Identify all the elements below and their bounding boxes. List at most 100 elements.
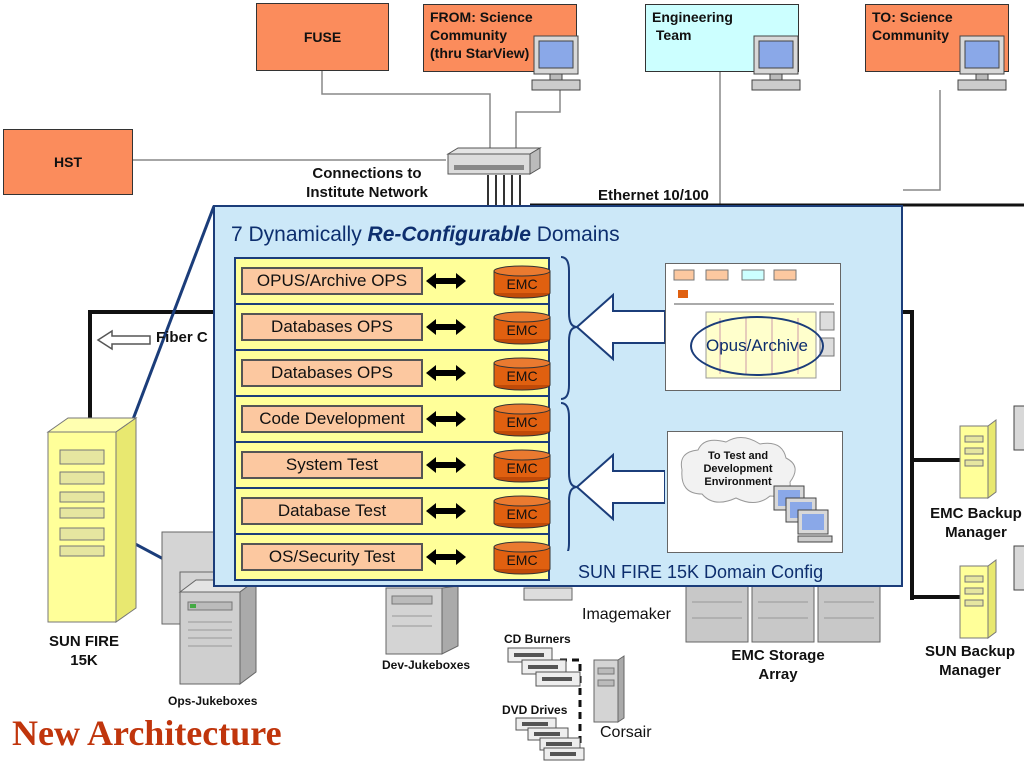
dvd-drive-icon: [515, 717, 585, 761]
ops-jukeboxes-label: Ops-Jukeboxes: [168, 694, 258, 708]
sun-fire-line-1: SUN FIRE: [48, 633, 119, 650]
double-arrow-icon: [426, 503, 466, 519]
domain-config-title: 7 Dynamically Re-Configurable Domains: [231, 223, 620, 247]
title-emphasis: Re-Configurable: [367, 223, 531, 246]
emc-label: EMC: [506, 322, 537, 338]
cd-burner-icon: [507, 647, 581, 687]
connections-line-1: Connections to: [312, 165, 422, 182]
opus-archive-thumbnail: Opus/Archive: [665, 263, 841, 391]
workstation-icon: [957, 35, 1007, 91]
domain-label: Databases OPS: [241, 359, 423, 387]
title-suffix: Domains: [530, 223, 620, 246]
network-switch-icon: [446, 147, 542, 175]
emc-backup-line-1: EMC Backup: [930, 505, 1022, 522]
emc-cylinder-icon: EMC: [493, 541, 551, 575]
domain-row: Databases OPS EMC: [236, 305, 551, 351]
test-environment-thumbnail: To Test and Development Environment: [667, 431, 843, 553]
domain-row: OPUS/Archive OPS EMC: [236, 259, 551, 305]
domain-row: Code Development EMC: [236, 397, 551, 443]
connections-label: Connections to Institute Network: [292, 164, 442, 202]
connections-line-2: Institute Network: [306, 184, 428, 201]
emc-label: EMC: [506, 506, 537, 522]
imagemaker-printer-icon: [523, 587, 573, 601]
workstation-icon: [531, 35, 581, 91]
domain-row: OS/Security Test EMC: [236, 535, 551, 581]
emc-storage-line-2: Array: [758, 666, 798, 683]
fuse-label: FUSE: [303, 29, 342, 45]
emc-cylinder-icon: EMC: [493, 311, 551, 345]
emc-cylinder-icon: EMC: [493, 357, 551, 391]
test-cloud-label: To Test and Development Environment: [688, 450, 788, 489]
emc-backup-server-icon: [959, 405, 1024, 499]
engineering-line-2: Team: [652, 27, 692, 43]
sun-fire-line-2: 15K: [70, 652, 98, 669]
fiber-label: Fiber C: [156, 329, 208, 346]
emc-cylinder-icon: EMC: [493, 403, 551, 437]
upper-brace: [560, 256, 578, 400]
domain-row: Database Test EMC: [236, 489, 551, 535]
domain-label: OS/Security Test: [241, 543, 423, 571]
brace-arrows: [560, 256, 665, 551]
to-science-line-1: TO: Science: [872, 9, 953, 25]
from-science-line-2: Community: [430, 27, 507, 43]
emc-storage-label: EMC Storage Array: [716, 646, 840, 684]
emc-label: EMC: [506, 414, 537, 430]
emc-backup-label: EMC Backup Manager: [922, 504, 1024, 542]
emc-label: EMC: [506, 368, 537, 384]
dev-jukebox-icon: [385, 586, 459, 655]
emc-cylinder-icon: EMC: [493, 265, 551, 299]
double-arrow-icon: [426, 411, 466, 427]
emc-label: EMC: [506, 460, 537, 476]
sun-backup-label: SUN Backup Manager: [916, 642, 1024, 680]
emc-storage-array-icon: [685, 586, 881, 643]
emc-label: EMC: [506, 552, 537, 568]
double-arrow-icon: [426, 365, 466, 381]
engineering-line-1: Engineering: [652, 9, 733, 25]
sun-backup-line-2: Manager: [939, 662, 1001, 679]
emc-backup-line-2: Manager: [945, 524, 1007, 541]
sun-backup-server-icon: [959, 545, 1024, 639]
emc-label: EMC: [506, 276, 537, 292]
cloud-icon: [680, 437, 796, 503]
double-arrow-icon: [426, 549, 466, 565]
corsair-server-icon: [593, 655, 625, 723]
from-science-line-3: (thru StarView): [430, 45, 530, 61]
to-science-line-2: Community: [872, 27, 949, 43]
domain-label: System Test: [241, 451, 423, 479]
sun-fire-label: SUN FIRE 15K: [42, 632, 126, 670]
domain-label: Database Test: [241, 497, 423, 525]
sun-backup-line-1: SUN Backup: [924, 643, 1016, 660]
from-science-line-1: FROM: Science: [430, 9, 533, 25]
page-title: New Architecture: [12, 713, 282, 753]
domain-row: System Test EMC: [236, 443, 551, 489]
domain-config-panel: 7 Dynamically Re-Configurable Domains OP…: [213, 205, 903, 587]
lower-arrow-icon: [575, 452, 665, 522]
emc-cylinder-icon: EMC: [493, 495, 551, 529]
domain-stack: OPUS/Archive OPS EMC Databases OPS EMC D…: [234, 257, 551, 581]
test-cloud-line-3: Environment: [704, 476, 772, 488]
title-prefix: 7 Dynamically: [231, 223, 368, 246]
domain-label: Code Development: [241, 405, 423, 433]
domain-label: Databases OPS: [241, 313, 423, 341]
test-cloud-line-2: Development: [703, 463, 773, 475]
emc-cylinder-icon: EMC: [493, 449, 551, 483]
double-arrow-icon: [426, 273, 466, 289]
domain-label: OPUS/Archive OPS: [241, 267, 423, 295]
workstation-group-icon: [773, 485, 833, 543]
cd-burners-label: CD Burners: [504, 632, 571, 646]
sun-fire-server-icon: [46, 417, 138, 623]
double-arrow-icon: [426, 457, 466, 473]
hst-label: HST: [54, 154, 82, 170]
imagemaker-label: Imagemaker: [582, 606, 671, 623]
dvd-drives-label: DVD Drives: [502, 703, 568, 717]
domain-config-footer: SUN FIRE 15K Domain Config: [578, 562, 824, 582]
lower-brace: [560, 402, 578, 551]
emc-storage-line-1: EMC Storage: [731, 647, 825, 664]
workstation-icon: [751, 35, 801, 91]
ops-jukebox-icon: [161, 531, 258, 685]
dev-jukeboxes-label: Dev-Jukeboxes: [382, 658, 471, 672]
opus-archive-oval: Opus/Archive: [690, 316, 824, 376]
ethernet-label: Ethernet 10/100: [598, 187, 709, 204]
hst-box: HST: [3, 129, 133, 195]
test-cloud-line-1: To Test and: [707, 450, 769, 462]
